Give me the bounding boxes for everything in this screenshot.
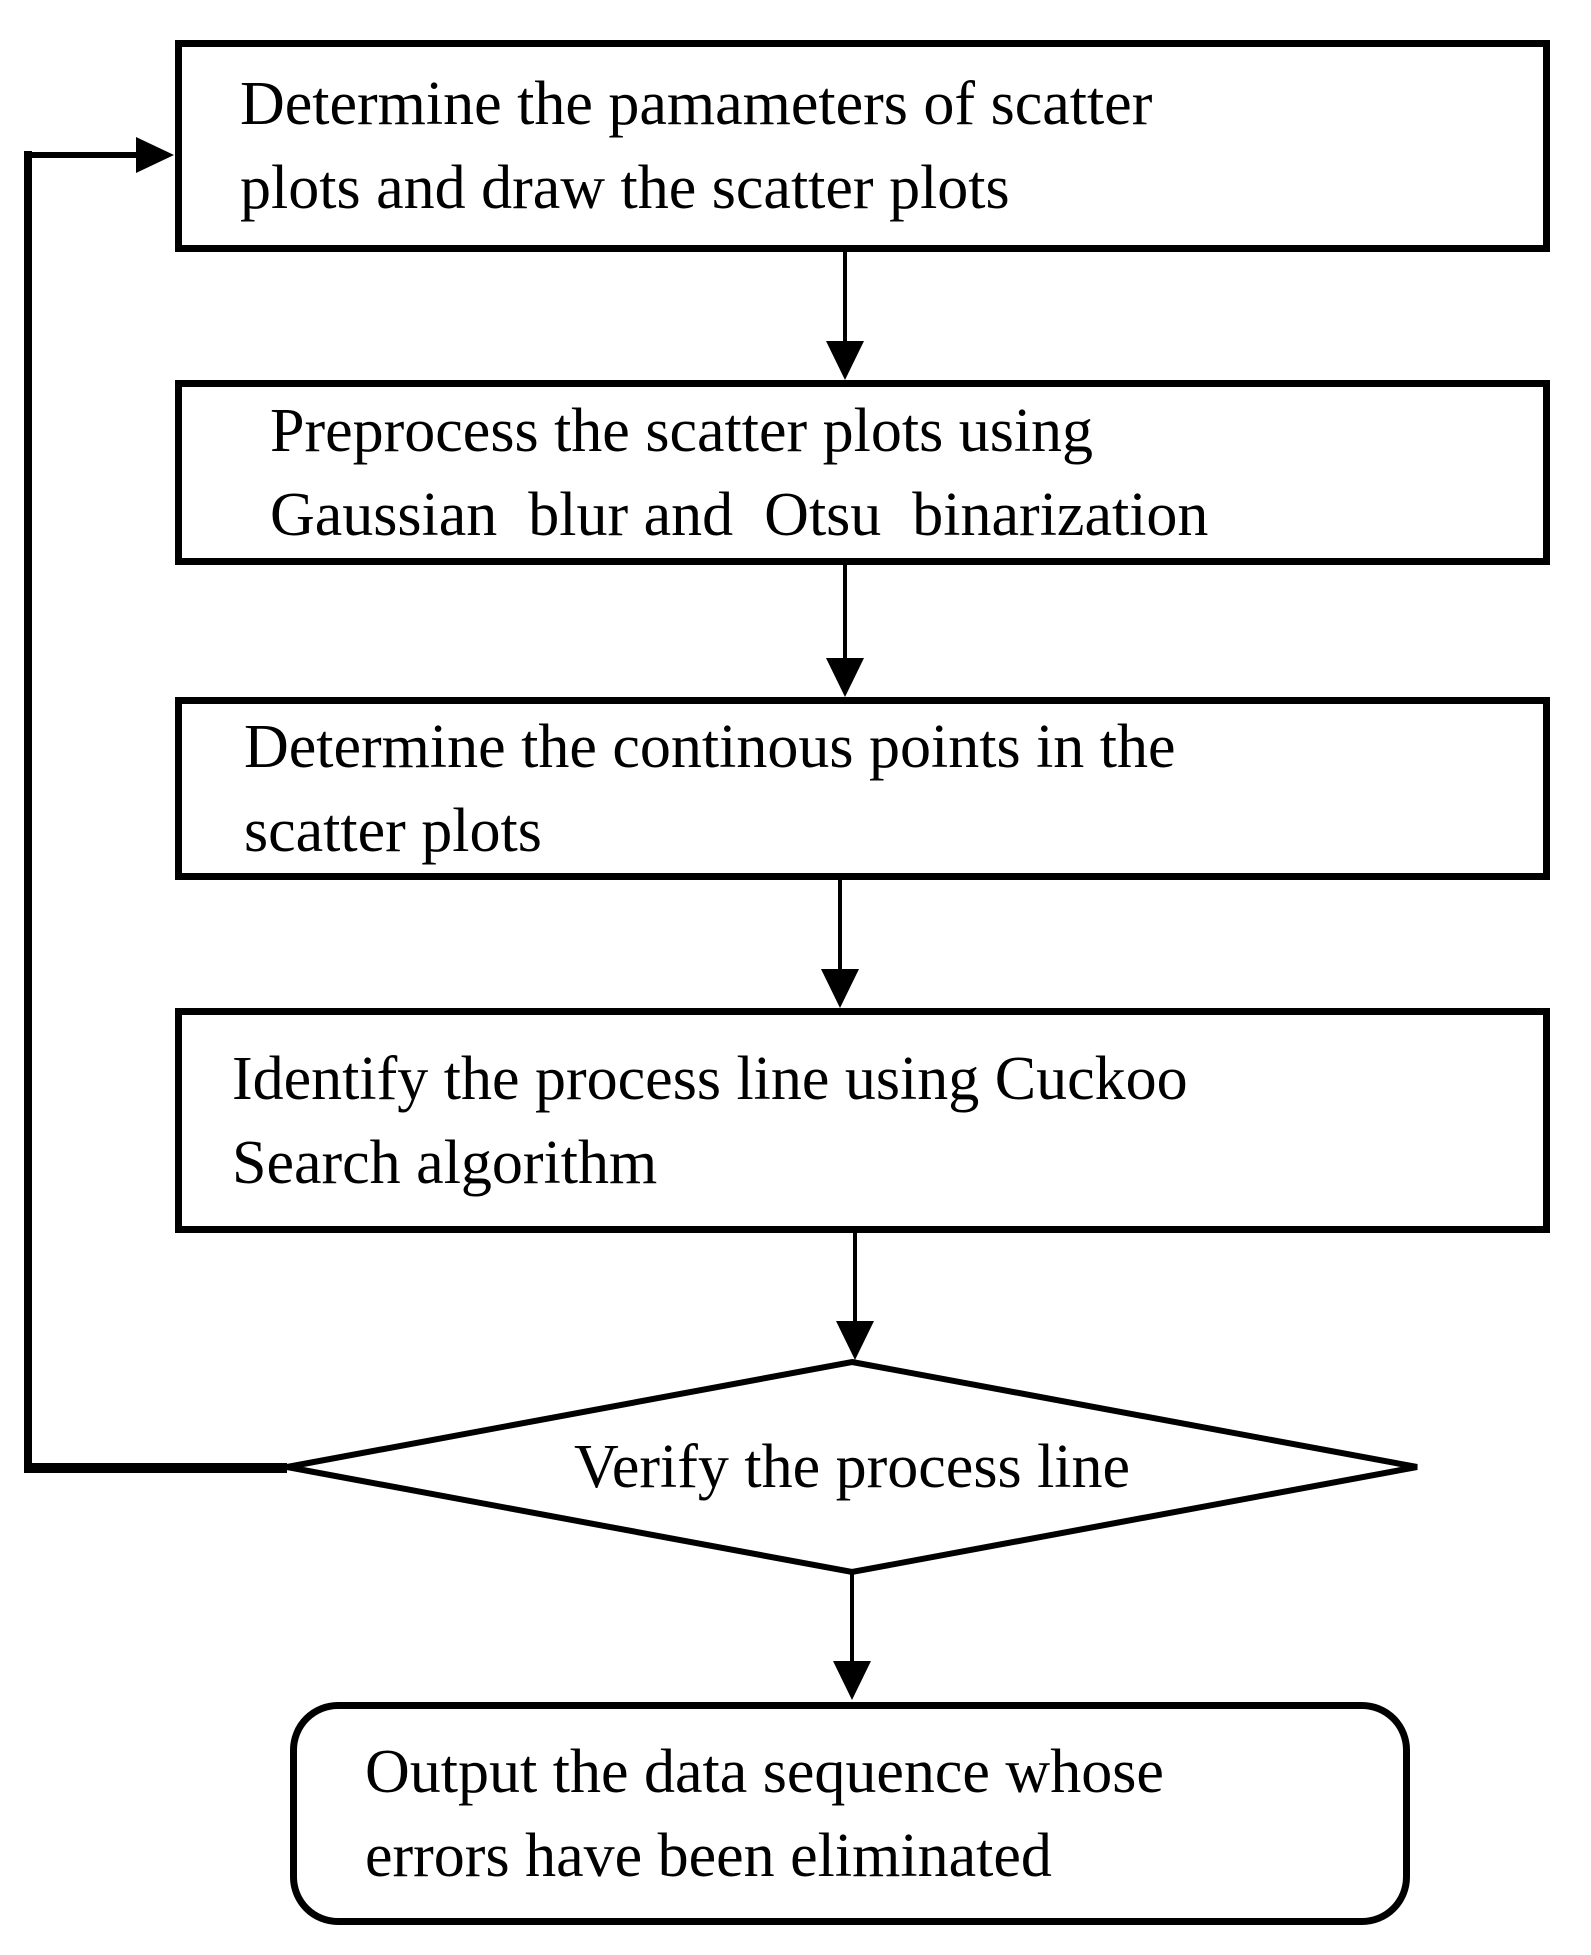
step3-text-line2: scatter plots bbox=[244, 796, 542, 865]
step3-text-line1: Determine the continous points in the bbox=[244, 712, 1176, 781]
arrowhead-icon-step1-step2 bbox=[826, 341, 864, 380]
output-text-line2: errors have been eliminated bbox=[365, 1821, 1052, 1890]
feedback-arrowhead-icon bbox=[136, 137, 174, 173]
step1-text-line1: Determine the pamameters of scatter bbox=[240, 70, 1153, 138]
arrowhead-icon-decision-output bbox=[833, 1661, 871, 1700]
arrowhead-icon-step3-step4 bbox=[821, 969, 859, 1008]
terminal-output-data-sequence: Output the data sequence whose errors ha… bbox=[290, 1702, 1410, 1925]
output-text-line1: Output the data sequence whose bbox=[365, 1737, 1164, 1806]
step1-text-line2: plots and draw the scatter plots bbox=[240, 154, 1010, 222]
decision-verify-process-line: Verify the process line bbox=[287, 1362, 1417, 1572]
decision-diamond-shape bbox=[286, 1358, 1418, 1576]
process-step-draw-scatter-plots: Determine the pamameters of scatter plot… bbox=[175, 40, 1550, 252]
process-step-preprocess-plots: Preprocess the scatter plots using Gauss… bbox=[175, 380, 1550, 565]
decision-text: Verify the process line bbox=[573, 1433, 1131, 1501]
process-step-continuous-points: Determine the continous points in the sc… bbox=[175, 697, 1550, 880]
step4-text-line1: Identify the process line using Cuckoo bbox=[232, 1044, 1188, 1113]
arrowhead-icon-step2-step3 bbox=[826, 658, 864, 697]
step2-text-line2: Gaussian blur and Otsu binarization bbox=[270, 480, 1209, 549]
arrowhead-icon-step4-decision bbox=[836, 1321, 874, 1360]
process-step-identify-process-line: Identify the process line using Cuckoo S… bbox=[175, 1008, 1550, 1233]
step2-text-line1: Preprocess the scatter plots using bbox=[270, 396, 1094, 465]
step4-text-line2: Search algorithm bbox=[232, 1128, 658, 1197]
